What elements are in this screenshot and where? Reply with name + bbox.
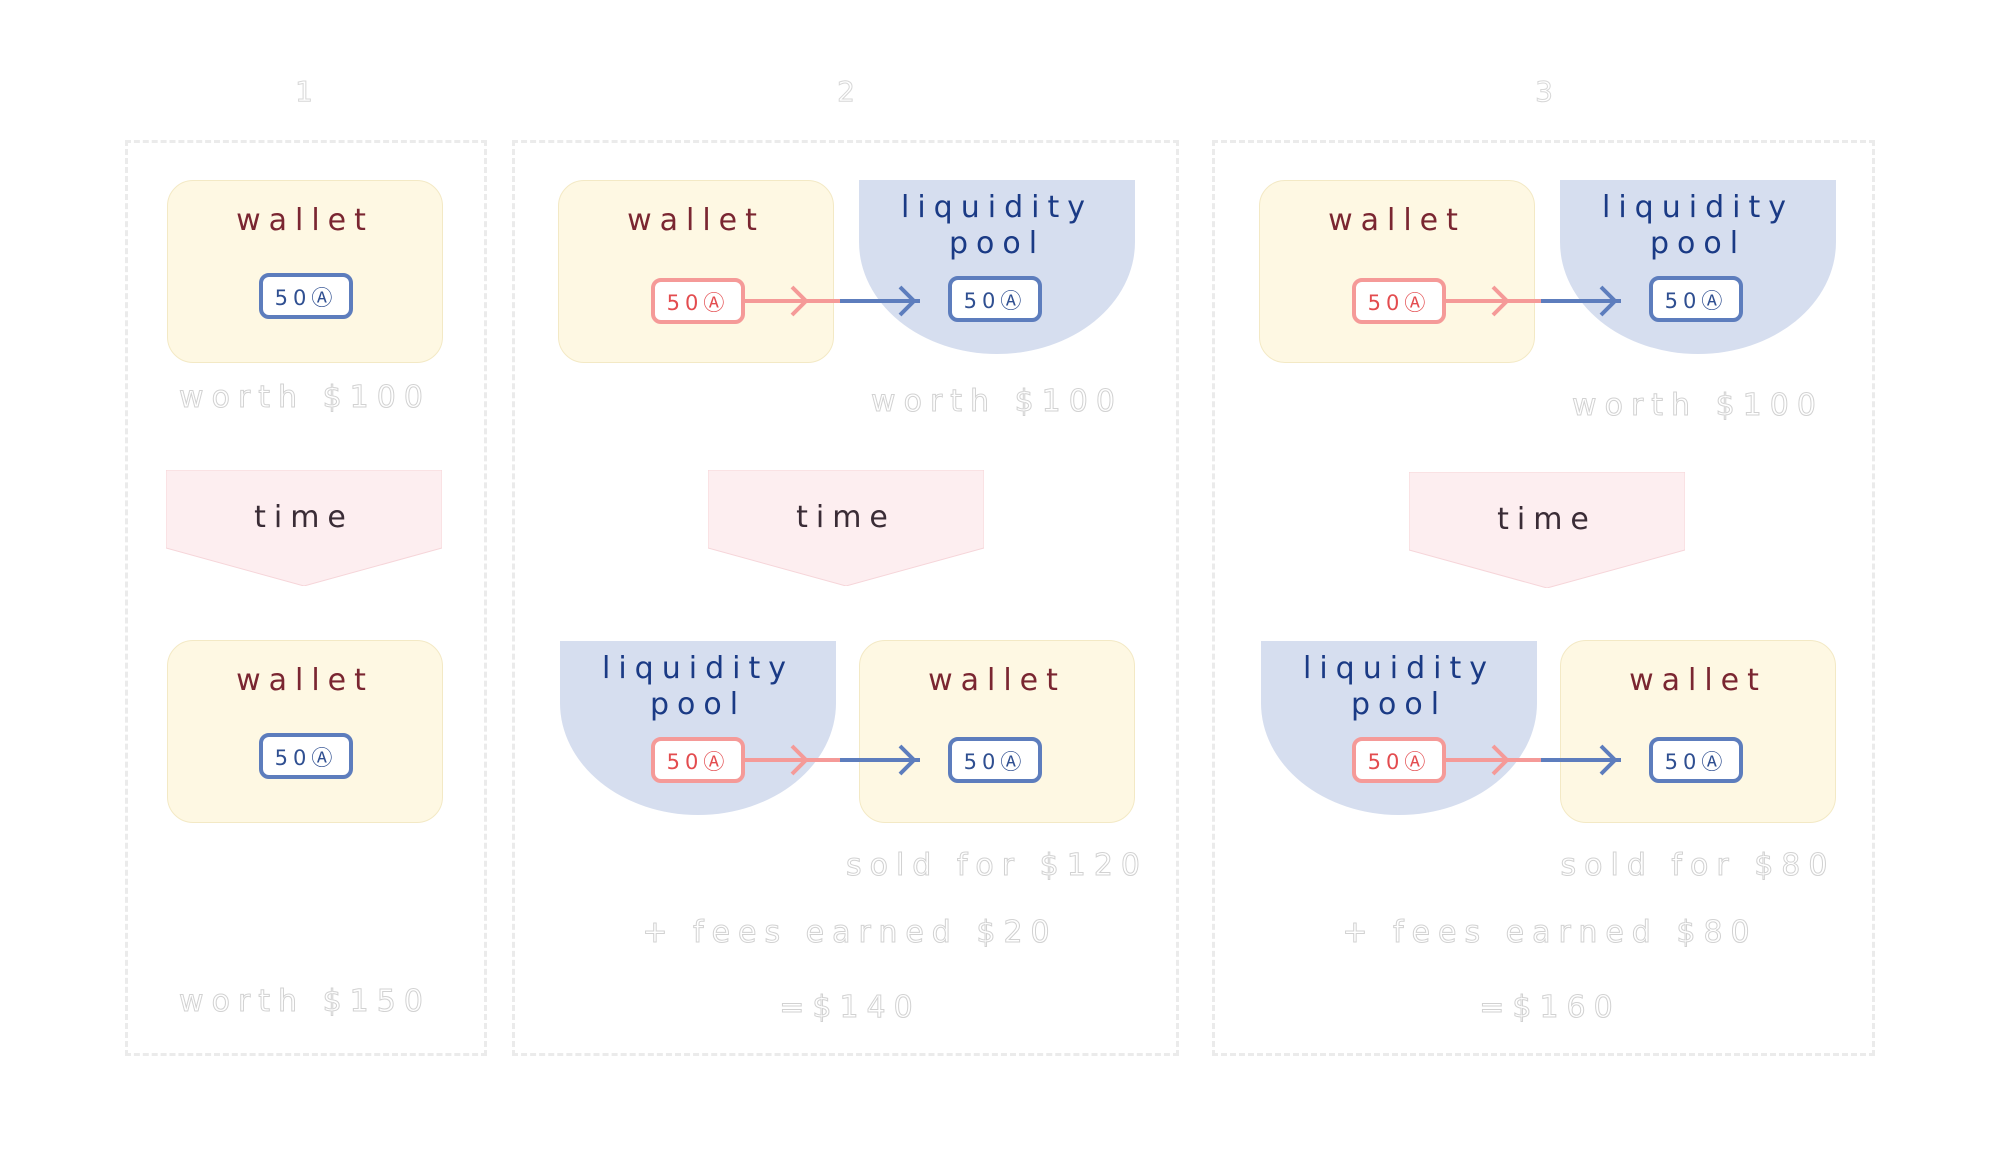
- coin-token: 50Ⓐ: [651, 737, 745, 783]
- coin-token: 50Ⓐ: [651, 278, 745, 324]
- sold-caption: sold for $120: [845, 848, 1149, 884]
- pool-label-line2: pool: [948, 226, 1046, 261]
- worth-caption: worth $150: [179, 984, 431, 1020]
- pool-label-line1: liquidity: [602, 651, 794, 686]
- pool-label-line2: pool: [649, 687, 747, 722]
- time-arrow: time: [166, 470, 442, 586]
- wallet-box: wallet: [859, 640, 1135, 823]
- panel-2: [512, 140, 1179, 1056]
- sold-caption: sold for $80: [1560, 848, 1836, 884]
- pool-label-line1: liquidity: [1602, 190, 1794, 225]
- pool-label-line1: liquidity: [1303, 651, 1495, 686]
- pool-label-line2: pool: [1649, 226, 1747, 261]
- wallet-label: wallet: [236, 663, 374, 698]
- coin-token: 50Ⓐ: [259, 273, 353, 319]
- time-arrow: time: [708, 470, 984, 586]
- worth-caption: worth $100: [871, 384, 1123, 420]
- wallet-label: wallet: [928, 663, 1066, 698]
- liquidity-pool-box: liquidity pool: [859, 180, 1135, 354]
- time-arrow-shape: [166, 470, 442, 586]
- wallet-box: wallet: [558, 180, 834, 363]
- wallet-box: wallet: [1259, 180, 1535, 363]
- time-arrow: time: [1409, 472, 1685, 588]
- worth-caption: worth $100: [1572, 388, 1824, 424]
- time-arrow-shape: [1409, 472, 1685, 588]
- coin-token: 50Ⓐ: [948, 276, 1042, 322]
- pool-label: liquidity pool: [859, 190, 1135, 262]
- coin-token: 50Ⓐ: [948, 737, 1042, 783]
- panel-3: [1212, 140, 1875, 1056]
- time-label: time: [254, 500, 354, 535]
- wallet-label: wallet: [1629, 663, 1767, 698]
- pool-label-line2: pool: [1350, 687, 1448, 722]
- panel-number-2: 2: [837, 75, 857, 109]
- transfer-arrow: [740, 744, 920, 776]
- panel-number-1: 1: [295, 75, 315, 109]
- wallet-box: wallet 50Ⓐ: [167, 640, 443, 823]
- liquidity-pool-box: liquidity pool: [1560, 180, 1836, 354]
- fees-caption: + fees earned $20: [642, 915, 1058, 951]
- wallet-label: wallet: [1328, 203, 1466, 238]
- wallet-label: wallet: [236, 203, 374, 238]
- coin-token: 50Ⓐ: [1649, 737, 1743, 783]
- time-label: time: [796, 500, 896, 535]
- time-arrow-shape: [708, 470, 984, 586]
- liquidity-pool-box: liquidity pool: [560, 641, 836, 815]
- pool-label: liquidity pool: [1261, 651, 1537, 723]
- total-caption: =$160: [1479, 990, 1621, 1026]
- time-label: time: [1497, 502, 1597, 537]
- wallet-box: wallet 50Ⓐ: [167, 180, 443, 363]
- coin-token: 50Ⓐ: [1352, 737, 1446, 783]
- worth-caption: worth $100: [179, 380, 431, 416]
- transfer-arrow: [740, 285, 920, 317]
- transfer-arrow: [1441, 744, 1621, 776]
- panel-number-3: 3: [1535, 75, 1555, 109]
- fees-caption: + fees earned $80: [1342, 915, 1758, 951]
- total-caption: =$140: [779, 990, 921, 1026]
- coin-token: 50Ⓐ: [259, 733, 353, 779]
- coin-token: 50Ⓐ: [1649, 276, 1743, 322]
- panel-1: [125, 140, 487, 1056]
- liquidity-pool-box: liquidity pool: [1261, 641, 1537, 815]
- pool-label: liquidity pool: [560, 651, 836, 723]
- coin-token: 50Ⓐ: [1352, 278, 1446, 324]
- pool-label-line1: liquidity: [901, 190, 1093, 225]
- wallet-label: wallet: [627, 203, 765, 238]
- wallet-box: wallet: [1560, 640, 1836, 823]
- pool-label: liquidity pool: [1560, 190, 1836, 262]
- transfer-arrow: [1441, 285, 1621, 317]
